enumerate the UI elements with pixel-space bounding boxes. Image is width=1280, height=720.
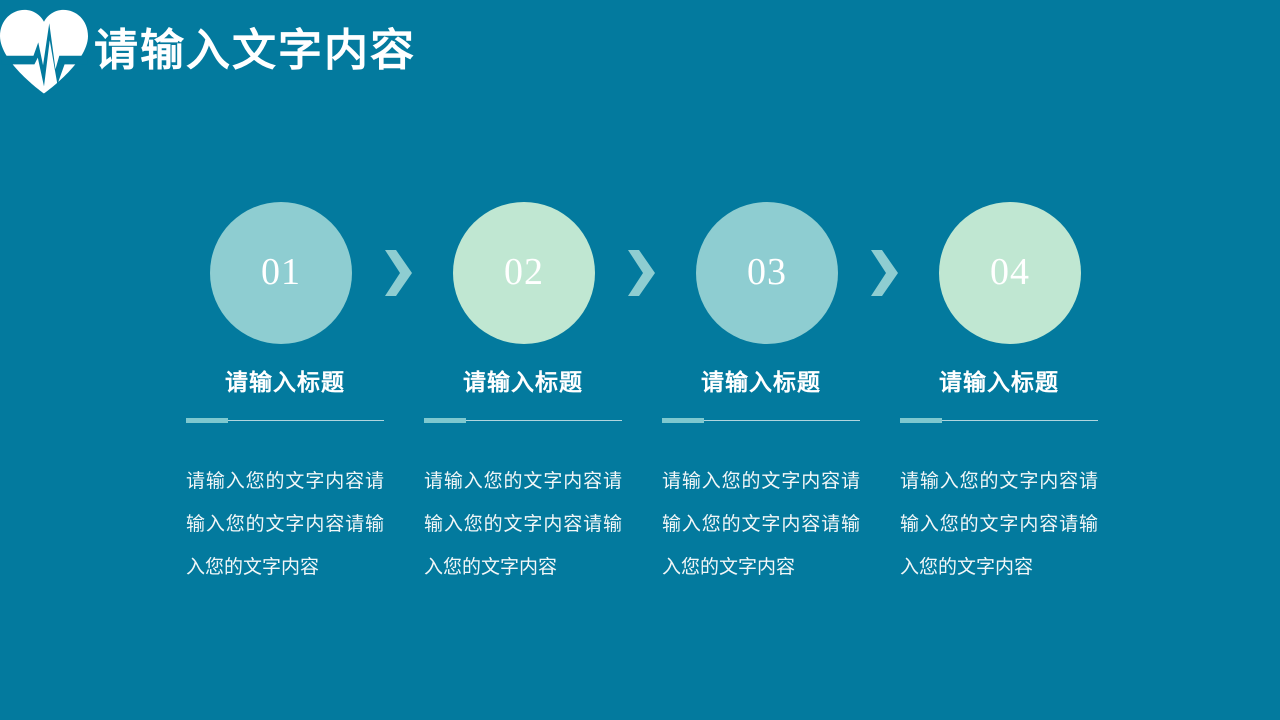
step-circle-04[interactable]: 04 <box>939 202 1081 344</box>
column-divider <box>662 418 860 424</box>
step-number-03: 03 <box>747 250 787 293</box>
divider-thin-line <box>186 420 384 421</box>
step-circle-01[interactable]: 01 <box>210 202 352 344</box>
step-circle-03[interactable]: 03 <box>696 202 838 344</box>
slide-header: 请输入文字内容 <box>0 0 416 100</box>
column-title: 请输入标题 <box>463 370 583 395</box>
column-divider <box>900 418 1098 424</box>
column-title: 请输入标题 <box>225 370 345 395</box>
divider-accent-bar <box>424 418 466 423</box>
column-divider <box>424 418 622 424</box>
step-circle-02[interactable]: 02 <box>453 202 595 344</box>
page-title: 请输入文字内容 <box>94 26 416 75</box>
divider-thin-line <box>424 420 622 421</box>
divider-thin-line <box>900 420 1098 421</box>
divider-accent-bar <box>900 418 942 423</box>
step-number-01: 01 <box>261 250 301 293</box>
column-title: 请输入标题 <box>939 370 1059 395</box>
content-column-2: 请输入标题 请输入您的文字内容请输入您的文字内容请输入您的文字内容 <box>404 366 642 666</box>
column-body-text: 请输入您的文字内容请输入您的文字内容请输入您的文字内容 <box>662 471 860 578</box>
step-number-02: 02 <box>504 250 544 293</box>
column-title: 请输入标题 <box>701 370 821 395</box>
content-column-4: 请输入标题 请输入您的文字内容请输入您的文字内容请输入您的文字内容 <box>880 366 1118 666</box>
content-column-3: 请输入标题 请输入您的文字内容请输入您的文字内容请输入您的文字内容 <box>642 366 880 666</box>
column-body-text: 请输入您的文字内容请输入您的文字内容请输入您的文字内容 <box>186 471 384 578</box>
content-column-1: 请输入标题 请输入您的文字内容请输入您的文字内容请输入您的文字内容 <box>166 366 404 666</box>
chevron-right-icon <box>385 250 412 296</box>
content-columns: 请输入标题 请输入您的文字内容请输入您的文字内容请输入您的文字内容 请输入标题 … <box>166 366 1118 666</box>
column-divider <box>186 418 384 424</box>
chevron-right-icon <box>871 250 898 296</box>
chevron-right-icon <box>628 250 655 296</box>
divider-thin-line <box>662 420 860 421</box>
divider-accent-bar <box>186 418 228 423</box>
column-body-text: 请输入您的文字内容请输入您的文字内容请输入您的文字内容 <box>424 471 622 578</box>
divider-accent-bar <box>662 418 704 423</box>
column-body-text: 请输入您的文字内容请输入您的文字内容请输入您的文字内容 <box>900 471 1098 578</box>
heart-ecg-icon <box>0 9 88 94</box>
step-number-04: 04 <box>990 250 1030 293</box>
step-row: 01 02 03 04 <box>190 202 1090 344</box>
